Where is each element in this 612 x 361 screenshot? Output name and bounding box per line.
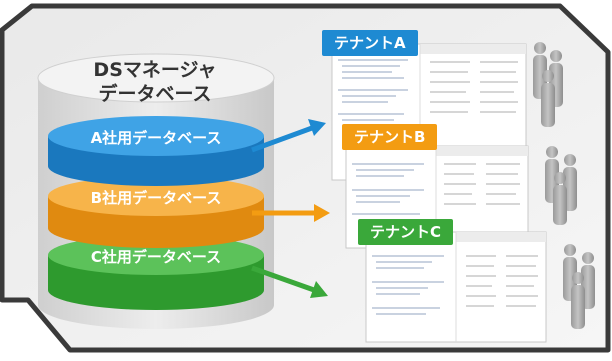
db-title-line2: データベース [98, 83, 212, 105]
db-layer-a [48, 116, 264, 186]
tenant-tab-a: テナントA [322, 30, 418, 56]
db-layer-c-label: C社用データベース [90, 248, 222, 266]
person-icon-group-a [533, 42, 563, 127]
db-title-line1: DSマネージャ [93, 59, 217, 81]
arrow-icon-b [252, 204, 330, 222]
person-icon-group-c [563, 244, 595, 329]
tenant-screen-c [365, 231, 547, 343]
person-icon-group-b [545, 146, 577, 225]
db-layer-b-label: B社用データベース [90, 189, 222, 207]
arrow-icon-c [251, 265, 328, 298]
tenant-tab-b: テナントB [342, 124, 438, 150]
db-layer-b [48, 176, 264, 248]
db-layer-a-label: A社用データベース [90, 129, 222, 147]
tenant-tab-c: テナントC [358, 219, 454, 245]
arrow-icon-a [251, 119, 326, 153]
